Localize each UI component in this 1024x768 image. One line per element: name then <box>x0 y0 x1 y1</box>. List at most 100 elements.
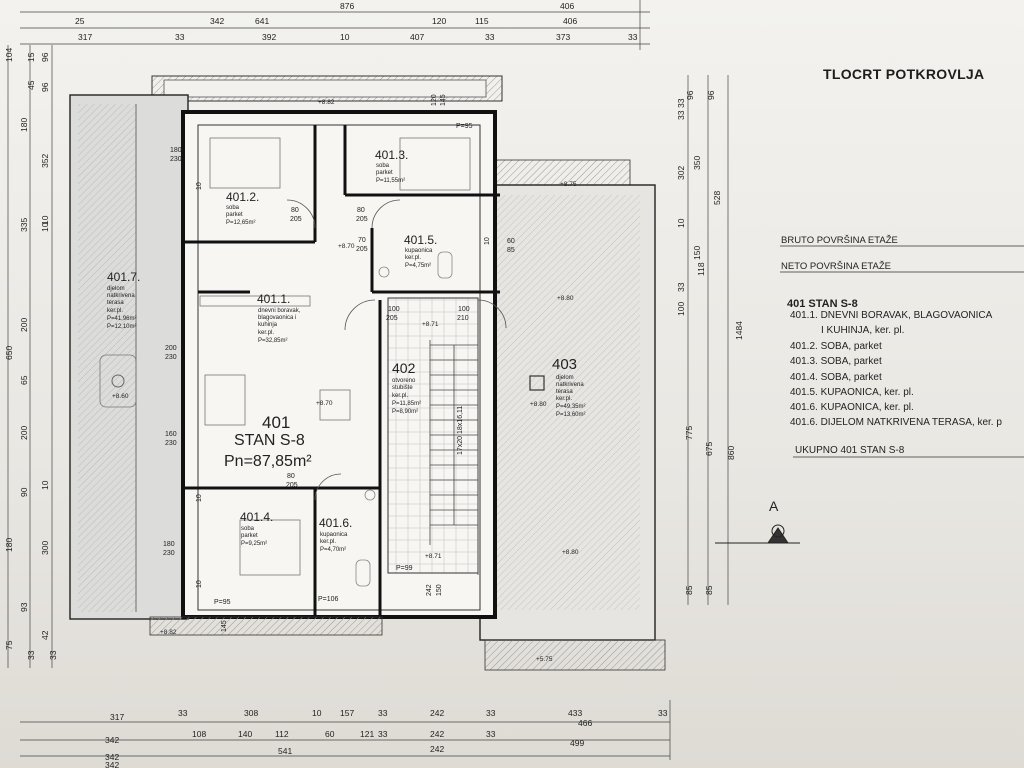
terrace-table <box>99 354 137 408</box>
inner-dim-120: 120 <box>431 94 438 106</box>
legend-room-line-7: 401.6. KUPAONICA, ker. pl. <box>790 402 914 413</box>
dim-right-528: 528 <box>712 191 722 205</box>
room-402-floor: ker.pl. <box>392 393 408 399</box>
room-401-3-area: P=11,55m² <box>376 178 405 184</box>
inner-dim-150: 150 <box>436 584 443 596</box>
dim-top-406a: 406 <box>560 1 574 11</box>
dim-bottom-242c: 242 <box>430 744 444 754</box>
dimension-text-right: 33 302 10 33 100 775 85 33 96 350 150 11… <box>676 90 744 595</box>
dim-top-392: 392 <box>262 32 276 42</box>
room-403-name2: natkrivena <box>556 382 584 388</box>
inner-dim-205d: 205 <box>386 315 398 322</box>
dim-right-150: 150 <box>692 246 702 260</box>
inner-dim-80b: 80 <box>357 207 365 214</box>
room-401-1-name1: dnevni boravak, <box>258 308 301 314</box>
room-401-4-id: 401.4. <box>240 510 273 524</box>
dimension-text-left: 104 180 335 650 180 75 15 45 10 200 65 2… <box>4 48 58 660</box>
room-402-area1: P=11,85m² <box>392 401 421 407</box>
room-402-id: 402 <box>392 360 416 376</box>
dim-left-200a: 200 <box>19 318 29 332</box>
inner-dim-10a: 10 <box>196 182 203 190</box>
dim-top-641: 641 <box>255 16 269 26</box>
roof-overhang-bottom <box>149 616 383 636</box>
room-401-1-area: P=32,85m² <box>258 338 288 344</box>
inner-dim-205b: 205 <box>356 216 368 223</box>
room-402-name2: stubište <box>392 385 413 391</box>
inner-dim-200: 200 <box>165 345 177 352</box>
dim-left-96a: 96 <box>40 52 50 62</box>
legend-room-line-4: 401.3. SOBA, parket <box>790 356 882 367</box>
dim-top-25: 25 <box>75 16 85 26</box>
inner-dim-p95a: P=95 <box>456 123 473 130</box>
inner-dim-205c: 205 <box>356 246 368 253</box>
room-403-name1: djelom <box>556 375 574 381</box>
dim-left-104: 104 <box>4 48 14 62</box>
dim-right-33b: 33 <box>676 282 686 292</box>
room-401-1-floor: ker.pl. <box>258 330 274 336</box>
dim-right-775: 775 <box>684 426 694 440</box>
room-401-1-name2: blagovaonica i <box>258 315 296 321</box>
terrace-403-gutter-top <box>484 159 631 186</box>
dim-left-10a: 10 <box>40 215 50 225</box>
dim-right-100: 100 <box>676 302 686 316</box>
dim-bottom-140: 140 <box>238 729 252 739</box>
room-403-area2: P=13,60m² <box>556 412 586 418</box>
room-401-2-id: 401.2. <box>226 190 259 204</box>
stair-402 <box>387 297 479 574</box>
inner-dim-205e: 205 <box>286 482 298 489</box>
room-403-floor: ker.pl. <box>556 396 572 402</box>
dim-top-876: 876 <box>340 1 354 11</box>
room-401-7-floor: ker.pl. <box>107 308 123 314</box>
room-403-name3: terasa <box>556 389 573 395</box>
dim-left-96b: 96 <box>40 82 50 92</box>
dim-right-675: 675 <box>704 442 714 456</box>
room-401-7-name3: terasa <box>107 300 124 306</box>
dim-right-96b: 96 <box>706 90 716 100</box>
room-401-5-name: kupaonica <box>405 248 433 254</box>
dim-top-33c: 33 <box>628 32 638 42</box>
dim-top-120: 120 <box>432 16 446 26</box>
neto-area-label: NETO POVRŠINA ETAŽE <box>781 261 891 272</box>
dim-left-10b: 10 <box>40 480 50 490</box>
dim-bottom-33f: 33 <box>486 729 496 739</box>
inner-dim-100b: 100 <box>458 306 470 313</box>
dim-right-350: 350 <box>692 156 702 170</box>
legend-room-line-1: 401.1. DNEVNI BORAVAK, BLAGOVAONICA <box>790 310 993 321</box>
inner-dim-70: 70 <box>358 237 366 244</box>
terrace-403-roof-hatch <box>490 195 640 610</box>
apartment-inner-line <box>197 124 481 611</box>
elev-11: +8.82 <box>160 629 177 636</box>
dim-bottom-112: 112 <box>275 729 289 739</box>
dim-left-300: 300 <box>40 541 50 555</box>
dimension-lines-left <box>7 45 53 668</box>
room-401-7-id: 401.7. <box>107 270 140 284</box>
inner-dim-80c: 80 <box>287 473 295 480</box>
dim-top-33b: 33 <box>485 32 495 42</box>
bruto-area-label: BRUTO POVRŠINA ETAŽE <box>781 235 898 246</box>
elevation-marks: +8.82 +8.75 +8.70 +8.80 +8.71 +8.70 +8.6… <box>112 99 579 663</box>
dim-left-335: 335 <box>19 218 29 232</box>
legend-unit-heading: 401 STAN S-8 <box>787 298 858 310</box>
elev-1: +8.82 <box>318 99 335 106</box>
dim-left-200b: 200 <box>19 426 29 440</box>
room-401-2-area: P=12,65m² <box>226 220 256 226</box>
dim-left-10c: 10 <box>40 222 50 232</box>
elev-7: +8.60 <box>112 393 129 400</box>
dim-left-42: 42 <box>40 630 50 640</box>
inner-dim-10d: 10 <box>196 580 203 588</box>
dim-bottom-33b: 33 <box>378 708 388 718</box>
dim-left-45: 45 <box>26 80 36 90</box>
dimension-lines-right <box>687 75 729 605</box>
inner-dim-180a: 180 <box>170 147 182 154</box>
room-401-1-name3: kuhinja <box>258 322 278 328</box>
inner-dim-230c: 230 <box>165 440 177 447</box>
inner-dim-205a: 205 <box>290 216 302 223</box>
dim-bottom-60: 60 <box>325 729 335 739</box>
dim-bottom-342c: 342 <box>105 760 119 768</box>
interior-walls <box>183 125 500 615</box>
dim-left-650: 650 <box>4 346 14 360</box>
dim-top-342: 342 <box>210 16 224 26</box>
dim-bottom-33e: 33 <box>378 729 388 739</box>
dim-bottom-308: 308 <box>244 708 258 718</box>
dim-top-407: 407 <box>410 32 424 42</box>
